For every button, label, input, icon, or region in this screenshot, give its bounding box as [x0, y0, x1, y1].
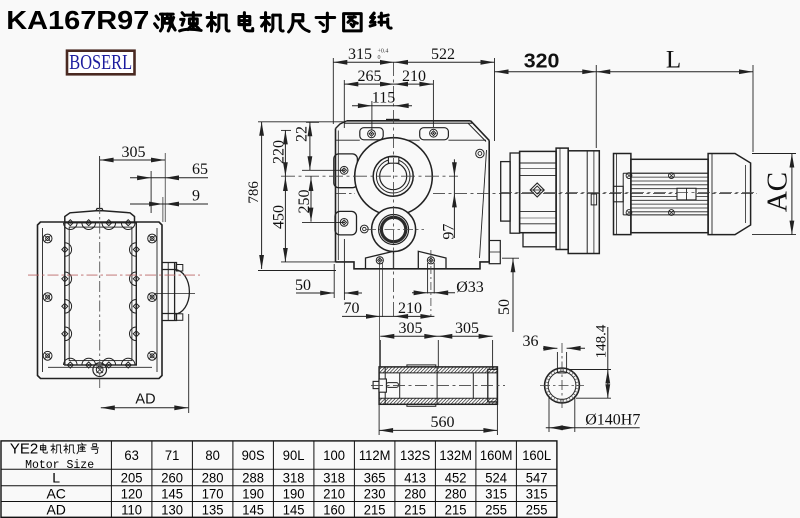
svg-text:413: 413 [404, 470, 426, 486]
svg-text:288: 288 [242, 470, 264, 486]
svg-text:YE2: YE2 [10, 441, 38, 458]
svg-text:120: 120 [121, 486, 143, 502]
svg-text:90S: 90S [242, 448, 265, 464]
svg-text:AC: AC [46, 486, 65, 502]
svg-text:L: L [666, 46, 681, 73]
svg-text:Motor Size: Motor Size [25, 459, 94, 472]
svg-text:160: 160 [323, 502, 345, 518]
svg-text:170: 170 [202, 486, 224, 502]
svg-text:KA167R97: KA167R97 [6, 5, 149, 34]
svg-text:90L: 90L [283, 448, 305, 464]
svg-text:130: 130 [161, 502, 183, 518]
svg-text:210: 210 [323, 486, 345, 502]
svg-text:220: 220 [271, 140, 288, 164]
svg-text:115: 115 [372, 90, 395, 107]
svg-text:AD: AD [46, 501, 65, 517]
svg-text:36: 36 [523, 333, 539, 350]
svg-text:145: 145 [242, 502, 264, 518]
svg-text:135: 135 [202, 502, 224, 518]
svg-text:305: 305 [399, 320, 423, 337]
svg-text:BOSERL: BOSERL [69, 51, 132, 74]
svg-text:215: 215 [445, 502, 467, 518]
svg-text:145: 145 [283, 502, 305, 518]
svg-text:215: 215 [364, 502, 386, 518]
svg-text:AD: AD [135, 391, 155, 407]
svg-text:L: L [52, 469, 60, 485]
svg-text:210: 210 [398, 300, 422, 317]
svg-text:320: 320 [524, 50, 560, 72]
svg-text:260: 260 [161, 470, 183, 486]
svg-text:190: 190 [242, 486, 264, 502]
svg-text:786: 786 [246, 181, 262, 204]
svg-text:65: 65 [192, 161, 208, 178]
svg-text:255: 255 [485, 502, 507, 518]
svg-text:Ø140H7: Ø140H7 [585, 412, 640, 429]
svg-text:71: 71 [165, 448, 179, 464]
svg-text:160L: 160L [522, 448, 551, 464]
svg-text:305: 305 [122, 144, 146, 161]
svg-text:365: 365 [364, 470, 386, 486]
svg-text:524: 524 [485, 470, 507, 486]
svg-text:100: 100 [323, 448, 345, 464]
svg-text:265: 265 [358, 68, 382, 85]
svg-text:97: 97 [440, 224, 457, 240]
svg-text:145: 145 [161, 486, 183, 502]
svg-text:AC: AC [762, 172, 794, 212]
svg-text:132S: 132S [400, 448, 430, 464]
svg-text:132M: 132M [439, 448, 472, 464]
svg-text:305: 305 [455, 320, 479, 337]
svg-text:205: 205 [121, 470, 143, 486]
svg-text:315: 315 [348, 46, 372, 63]
svg-text:560: 560 [431, 414, 455, 431]
svg-text:160M: 160M [480, 448, 513, 464]
svg-text:110: 110 [121, 502, 142, 518]
svg-text:230: 230 [364, 486, 386, 502]
svg-text:190: 190 [283, 486, 305, 502]
svg-text:9: 9 [192, 188, 200, 205]
svg-text:280: 280 [404, 486, 426, 502]
svg-text:452: 452 [445, 470, 467, 486]
svg-text:70: 70 [344, 300, 360, 317]
svg-text:Ø33: Ø33 [456, 279, 484, 296]
svg-text:50: 50 [295, 277, 311, 294]
svg-text:547: 547 [526, 470, 548, 486]
svg-text:522: 522 [431, 46, 455, 63]
svg-text:+0.4: +0.4 [378, 49, 389, 55]
svg-text:22: 22 [294, 126, 311, 142]
svg-text:210: 210 [402, 68, 426, 85]
svg-text:318: 318 [323, 470, 345, 486]
svg-text:215: 215 [404, 502, 426, 518]
svg-text:315: 315 [485, 486, 507, 502]
svg-text:318: 318 [283, 470, 305, 486]
svg-text:50: 50 [496, 299, 513, 315]
svg-text:250: 250 [296, 190, 313, 214]
svg-text:80: 80 [205, 448, 219, 464]
svg-text:280: 280 [202, 470, 224, 486]
svg-text:280: 280 [445, 486, 467, 502]
svg-text:0: 0 [378, 55, 381, 61]
svg-text:450: 450 [271, 205, 288, 229]
svg-text:112M: 112M [359, 448, 391, 464]
svg-text:315: 315 [526, 486, 548, 502]
svg-text:148.4: 148.4 [593, 324, 609, 358]
svg-text:63: 63 [124, 448, 138, 464]
svg-text:255: 255 [526, 502, 548, 518]
